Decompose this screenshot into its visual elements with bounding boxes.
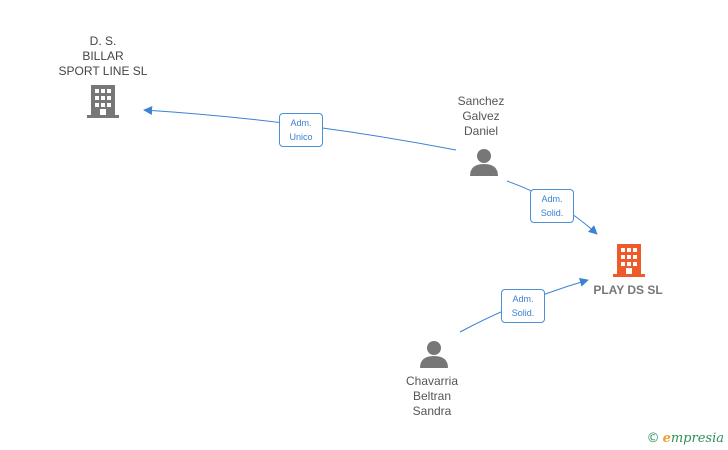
brand-rest: mpresia — [670, 431, 724, 446]
edge-label-line: Adm. — [290, 118, 312, 128]
building-icon[interactable] — [613, 244, 645, 277]
company-name-line: SPORT LINE SL — [58, 64, 148, 78]
company-label-play-ds[interactable]: PLAY DS SL — [578, 283, 678, 298]
person-icon[interactable] — [470, 149, 498, 176]
person-name-line: Galvez — [462, 109, 500, 123]
edge-label-adm-solid: Adm. Solid. — [530, 189, 574, 223]
person-label-chavarria[interactable]: Chavarria Beltran Sandra — [392, 374, 472, 419]
edge-label-line: Adm. — [541, 194, 563, 204]
edge-label-line: Solid. — [540, 208, 564, 218]
company-label-ds-billar[interactable]: D. S. BILLAR SPORT LINE SL — [48, 34, 158, 79]
person-name-line: Daniel — [463, 124, 499, 138]
company-name-line: PLAY DS SL — [593, 283, 663, 297]
empresia-watermark: ©empresia — [647, 431, 724, 446]
person-name-line: Sanchez — [457, 94, 505, 108]
company-name-line: D. S. — [89, 34, 117, 48]
person-icon[interactable] — [420, 341, 448, 368]
person-name-line: Sandra — [412, 404, 452, 418]
edge-label-adm-solid: Adm. Solid. — [501, 289, 545, 323]
brand-initial: e — [662, 431, 671, 446]
building-icon[interactable] — [87, 85, 119, 118]
company-name-line: BILLAR — [82, 49, 124, 63]
person-name-line: Beltran — [412, 389, 452, 403]
edge-label-line: Adm. — [512, 294, 534, 304]
person-label-sanchez[interactable]: Sanchez Galvez Daniel — [441, 94, 521, 139]
person-name-line: Chavarria — [405, 374, 459, 388]
edge-label-line: Solid. — [511, 308, 535, 318]
edge-label-line: Unico — [289, 132, 313, 142]
copyright-symbol: © — [646, 431, 660, 446]
edge-label-adm-unico: Adm. Unico — [279, 113, 323, 147]
